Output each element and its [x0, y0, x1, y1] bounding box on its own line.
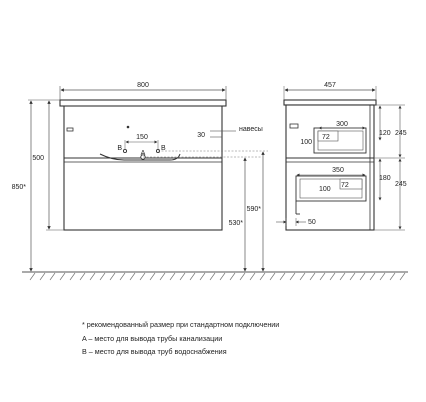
hooks-label: навесы	[239, 126, 263, 133]
dim-top-gap: 120	[379, 130, 391, 137]
dim-back-offset: 50	[308, 219, 316, 226]
hook-marker	[66, 127, 74, 132]
note-recommended: * рекомендованный размер при стандартном…	[82, 320, 280, 329]
side-countertop	[283, 99, 377, 106]
dim-bottom-gap: 180	[379, 175, 391, 182]
notes: * рекомендованный размер при стандартном…	[82, 318, 412, 359]
dim-bottom-section: 245	[395, 181, 407, 188]
dim-top-drawer-height: 100	[300, 139, 312, 146]
dim-bottom-drawer-width: 350	[332, 167, 344, 174]
front-view: 800 150 B B A 30 навесы 500 850* 530* 59…	[12, 82, 268, 272]
note-pipe-b: B – место для вывода труб водоснабжения	[82, 347, 227, 356]
label-a: A	[141, 150, 146, 157]
pipe-dot	[126, 125, 130, 129]
dim-pipe-spacing: 150	[136, 134, 148, 141]
floor	[22, 271, 408, 281]
dim-pipe-b-height: 590*	[247, 206, 262, 213]
dim-total-height: 850*	[12, 184, 27, 191]
dim-bottom-notch: 72	[341, 182, 349, 189]
side-view: 457 300 100 72 350 100 72 120 245 180 24…	[276, 82, 407, 231]
dim-top-section: 245	[395, 130, 407, 137]
dim-cabinet-height: 500	[32, 155, 44, 162]
dim-depth: 457	[324, 82, 336, 89]
side-hook-marker	[289, 123, 299, 129]
dim-top-drawer-width: 300	[336, 121, 348, 128]
dim-pipe-a-height: 530*	[229, 220, 244, 227]
front-cabinet-body	[63, 103, 223, 231]
dim-width: 800	[137, 82, 149, 89]
dim-hook-offset: 30	[197, 132, 205, 139]
dim-top-notch: 72	[322, 134, 330, 141]
front-countertop	[59, 99, 227, 107]
dim-bottom-drawer-depth: 100	[319, 186, 331, 193]
label-b-right: B	[161, 145, 166, 152]
side-cabinet-body	[285, 104, 375, 231]
note-pipe-a: A – место для вывода трубы канализации	[82, 333, 223, 343]
label-b-left: B	[117, 145, 122, 152]
